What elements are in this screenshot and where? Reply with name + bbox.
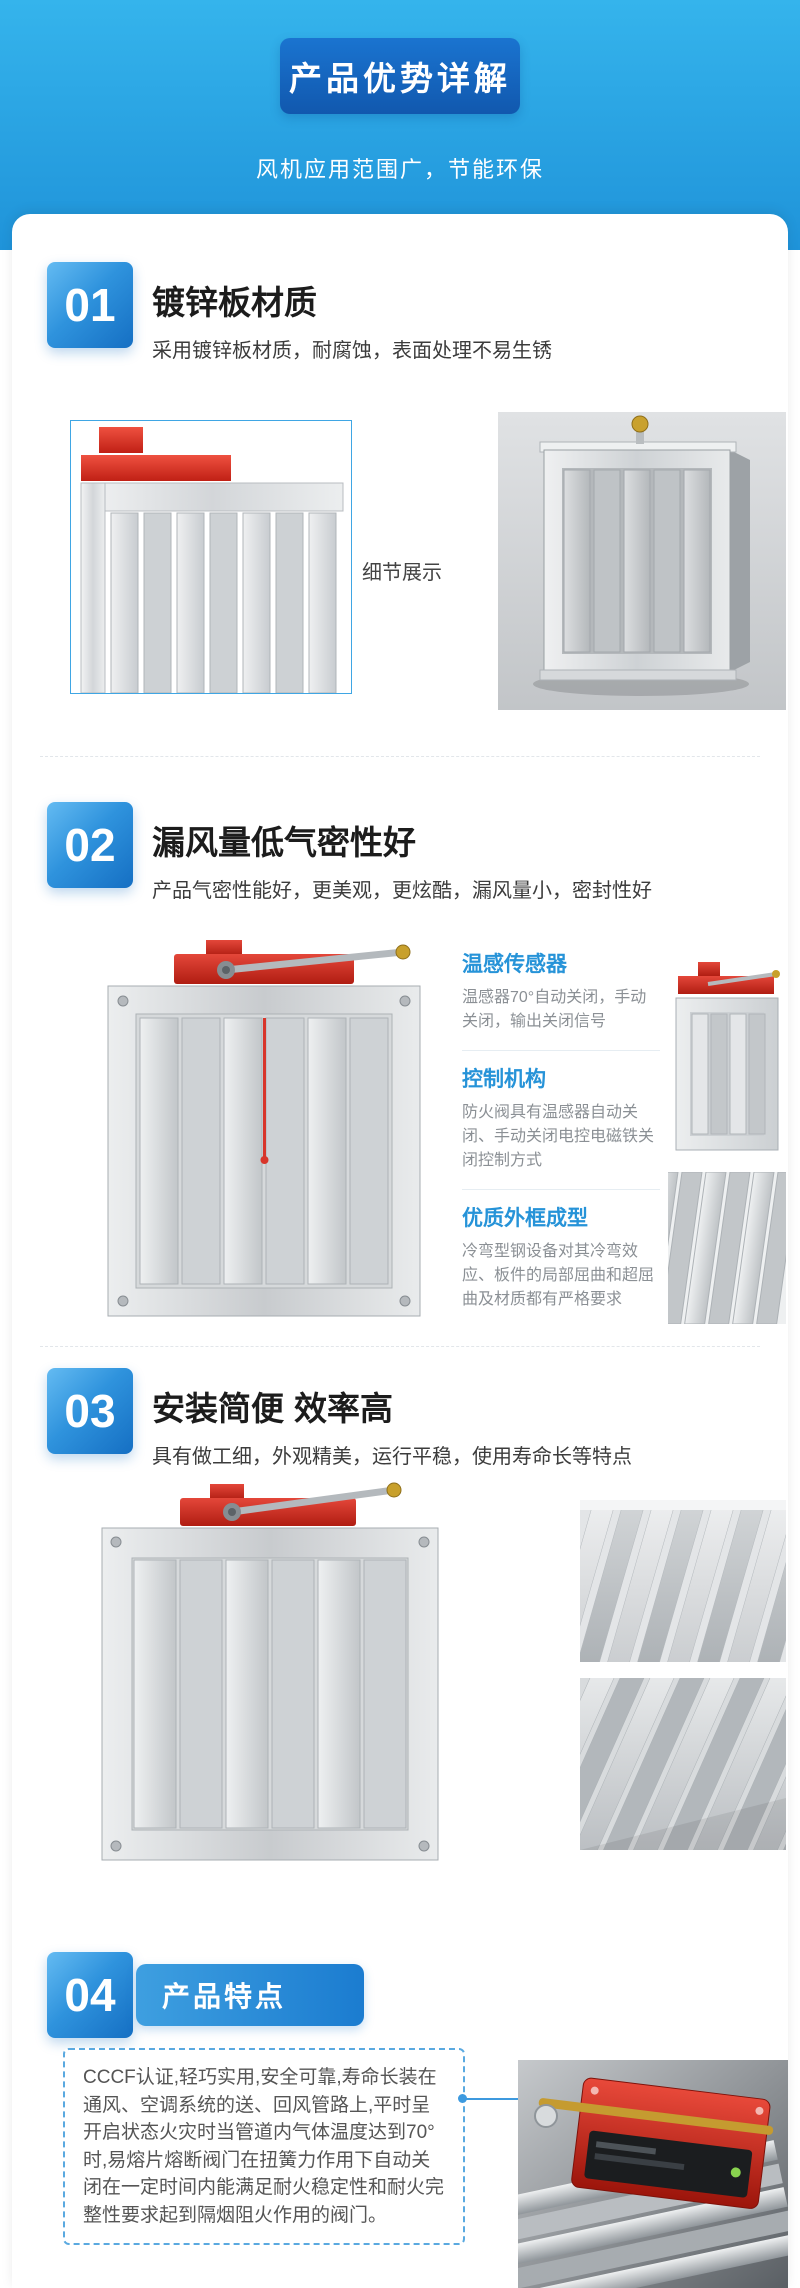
section-divider — [40, 1346, 760, 1347]
blade-closeup-illustration — [668, 1172, 786, 1324]
section2-number-badge: 02 — [47, 802, 133, 888]
damper-corner-illustration — [71, 421, 351, 693]
feature-list: 温感传感器 温感器70°自动关闭，手动关闭，输出关闭信号 控制机构 防火阀具有温… — [462, 948, 660, 1328]
feature-title: 优质外框成型 — [462, 1207, 588, 1230]
product-features-body: CCCF认证,轻巧实用,安全可靠,寿命长装在通风、空调系统的送、回风管路上,平时… — [83, 2067, 445, 2226]
detail-caption: 细节展示 — [362, 562, 442, 584]
page-title-box: 产品优势详解 — [280, 38, 520, 114]
feature-desc: 冷弯型钢设备对其冷弯效应、板件的局部屈曲和超屈曲及材质都有严格要求 — [462, 1243, 655, 1308]
section4-number: 04 — [64, 1969, 116, 2021]
callout-line — [464, 2098, 522, 2100]
page-title: 产品优势详解 — [289, 60, 511, 97]
damper-product-illustration — [498, 412, 786, 710]
damper-corner-detail-image — [70, 420, 352, 694]
feature-title: 温感传感器 — [462, 953, 567, 976]
control-unit-closeup-image — [518, 2060, 788, 2288]
feature-desc: 温感器70°自动关闭，手动关闭，输出关闭信号 — [462, 989, 647, 1030]
section2-number: 02 — [64, 819, 116, 871]
feature-item-control: 控制机构 防火阀具有温感器自动关闭、手动关闭电控电磁铁关闭控制方式 — [462, 1051, 660, 1190]
page-subtitle: 风机应用范围广，节能环保 — [255, 157, 544, 182]
damper-install-illustration — [84, 1478, 456, 1870]
section3-title: 安装简便效率高 — [152, 1382, 393, 1430]
section1-title: 镀锌板材质 — [152, 284, 317, 321]
section3-title-suffix: 效率高 — [294, 1390, 393, 1427]
section3-number-badge: 03 — [47, 1368, 133, 1454]
louver-detail-top-illustration — [580, 1500, 786, 1662]
control-unit-illustration — [518, 2060, 788, 2288]
section3-title-main: 安装简便 — [152, 1390, 284, 1427]
section1-number-badge: 01 — [47, 262, 133, 348]
feature-item-sensor: 温感传感器 温感器70°自动关闭，手动关闭，输出关闭信号 — [462, 948, 660, 1051]
section1-number: 01 — [64, 279, 116, 331]
damper-install-image — [84, 1478, 456, 1870]
louver-detail-bottom-image — [580, 1678, 786, 1850]
section4-title-box: 产品特点 — [136, 1964, 364, 2026]
section2-title: 漏风量低气密性好 — [152, 824, 416, 861]
louver-detail-top-image — [580, 1500, 786, 1662]
section1-desc: 采用镀锌板材质，耐腐蚀，表面处理不易生锈 — [152, 340, 552, 362]
header-banner: 产品优势详解 风机应用范围广，节能环保 — [0, 0, 800, 250]
product-features-text-box: CCCF认证,轻巧实用,安全可靠,寿命长装在通风、空调系统的送、回风管路上,平时… — [63, 2048, 465, 2246]
damper-front-illustration — [88, 938, 440, 1324]
feature-item-frame: 优质外框成型 冷弯型钢设备对其冷弯效应、板件的局部屈曲和超屈曲及材质都有严格要求 — [462, 1190, 660, 1328]
callout-dot — [458, 2094, 467, 2103]
section3-number: 03 — [64, 1385, 116, 1437]
section3-desc: 具有做工细，外观精美，运行平稳，使用寿命长等特点 — [152, 1446, 632, 1468]
section-divider — [40, 756, 760, 757]
damper-side-top-illustration — [668, 952, 786, 1160]
feature-desc: 防火阀具有温感器自动关闭、手动关闭电控电磁铁关闭控制方式 — [462, 1104, 655, 1169]
louver-detail-bottom-illustration — [580, 1678, 786, 1850]
feature-title: 控制机构 — [462, 1068, 546, 1091]
damper-front-image — [88, 938, 440, 1324]
blade-closeup-image — [668, 1172, 786, 1324]
section2-desc: 产品气密性能好，更美观，更炫酷，漏风量小，密封性好 — [152, 880, 652, 902]
section4-title: 产品特点 — [162, 1981, 287, 2012]
section4-number-badge: 04 — [47, 1952, 133, 2038]
damper-side-top-image — [668, 952, 786, 1160]
damper-product-photo — [498, 412, 786, 710]
